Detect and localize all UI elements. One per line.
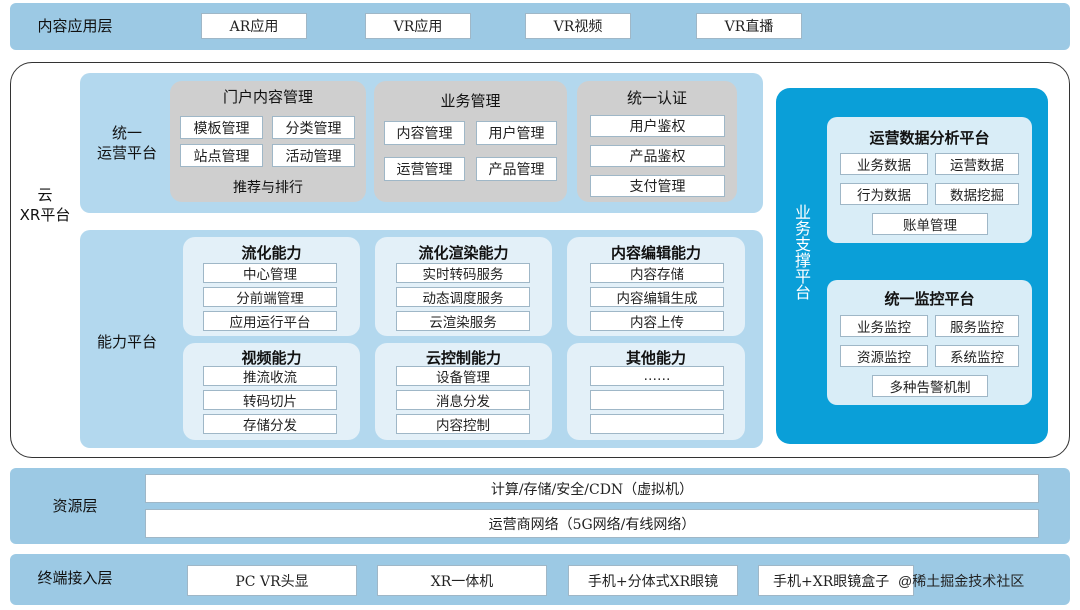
render-item-2: 动态调度服务 — [396, 287, 530, 307]
monitor-item-business: 业务监控 — [840, 315, 928, 337]
portal-item-activity: 活动管理 — [272, 144, 355, 167]
ops-platform-label: 统一 运营平台 — [84, 118, 170, 168]
terminal-layer-label: 终端接入层 — [37, 568, 113, 587]
business-item-user: 用户管理 — [476, 121, 557, 145]
streaming-item-3: 应用运行平台 — [203, 311, 337, 331]
analytics-item-operation: 运营数据 — [935, 153, 1019, 175]
monitor-footer: 多种告警机制 — [872, 375, 988, 397]
analytics-item-mining: 数据挖掘 — [935, 183, 1019, 205]
terminal-item-xr-allinone: XR一体机 — [377, 565, 547, 596]
business-title: 业务管理 — [440, 92, 501, 110]
cloud-control-title: 云控制能力 — [425, 349, 501, 367]
streaming-item-1: 中心管理 — [203, 263, 337, 283]
video-item-2: 转码切片 — [203, 390, 337, 410]
business-support-label: 业务支撑平台 — [792, 204, 811, 300]
analytics-footer: 账单管理 — [872, 213, 988, 235]
portal-footer: 推荐与排行 — [233, 180, 303, 196]
cloud-control-item-3: 内容控制 — [396, 414, 530, 434]
ops-label-line2: 运营平台 — [96, 144, 157, 162]
editing-item-2: 内容编辑生成 — [590, 287, 724, 307]
analytics-title: 运营数据分析平台 — [869, 129, 990, 147]
business-item-content: 内容管理 — [384, 121, 465, 145]
cloud-xr-label-line1: 云 — [37, 185, 53, 204]
video-item-3: 存储分发 — [203, 414, 337, 434]
business-item-operation: 运营管理 — [384, 157, 465, 181]
editing-item-3: 内容上传 — [590, 311, 724, 331]
auth-item-payment: 支付管理 — [590, 175, 725, 197]
content-item-vr: VR应用 — [365, 13, 471, 39]
portal-item-category: 分类管理 — [272, 116, 355, 139]
other-title: 其他能力 — [625, 349, 686, 367]
resource-row-network: 运营商网络（5G网络/有线网络） — [145, 509, 1039, 538]
content-layer-label: 内容应用层 — [37, 17, 113, 36]
monitor-item-system: 系统监控 — [935, 345, 1019, 367]
terminal-item-pc-vr: PC VR头显 — [187, 565, 357, 596]
auth-item-user: 用户鉴权 — [590, 115, 725, 137]
auth-title: 统一认证 — [626, 89, 687, 107]
capability-label: 能力平台 — [96, 332, 157, 351]
portal-item-template: 模板管理 — [180, 116, 263, 139]
ops-label-line1: 统一 — [111, 123, 142, 142]
other-item-3 — [590, 414, 724, 434]
render-item-1: 实时转码服务 — [396, 263, 530, 283]
analytics-item-business: 业务数据 — [840, 153, 928, 175]
render-item-3: 云渲染服务 — [396, 311, 530, 331]
watermark: @稀土掘金技术社区 — [898, 573, 1025, 589]
auth-item-product: 产品鉴权 — [590, 145, 725, 167]
resource-layer-label: 资源层 — [52, 496, 98, 515]
portal-title: 门户内容管理 — [222, 88, 313, 106]
terminal-item-phone-split-xr: 手机+分体式XR眼镜 — [568, 565, 738, 596]
streaming-title: 流化能力 — [241, 244, 302, 262]
cloud-xr-label-line2: XR平台 — [19, 206, 71, 224]
cloud-control-item-2: 消息分发 — [396, 390, 530, 410]
analytics-item-behavior: 行为数据 — [840, 183, 928, 205]
monitor-item-service: 服务监控 — [935, 315, 1019, 337]
business-item-product: 产品管理 — [476, 157, 557, 181]
streaming-item-2: 分前端管理 — [203, 287, 337, 307]
content-item-vr-live: VR直播 — [696, 13, 802, 39]
resource-row-compute: 计算/存储/安全/CDN（虚拟机） — [145, 474, 1039, 503]
video-title: 视频能力 — [241, 349, 302, 367]
cloud-xr-label: 云 XR平台 — [12, 180, 78, 230]
portal-content-management — [170, 81, 366, 202]
content-item-ar: AR应用 — [201, 13, 307, 39]
monitor-item-resource: 资源监控 — [840, 345, 928, 367]
portal-item-site: 站点管理 — [180, 144, 263, 167]
terminal-item-phone-xr-box: 手机+XR眼镜盒子 — [758, 565, 914, 596]
editing-title: 内容编辑能力 — [610, 244, 701, 262]
other-item-2 — [590, 390, 724, 410]
editing-item-1: 内容存储 — [590, 263, 724, 283]
other-item-1: …… — [590, 366, 724, 386]
content-item-vr-video: VR视频 — [525, 13, 631, 39]
video-item-1: 推流收流 — [203, 366, 337, 386]
monitor-title: 统一监控平台 — [884, 290, 975, 308]
cloud-control-item-1: 设备管理 — [396, 366, 530, 386]
render-title: 流化渲染能力 — [418, 244, 509, 262]
